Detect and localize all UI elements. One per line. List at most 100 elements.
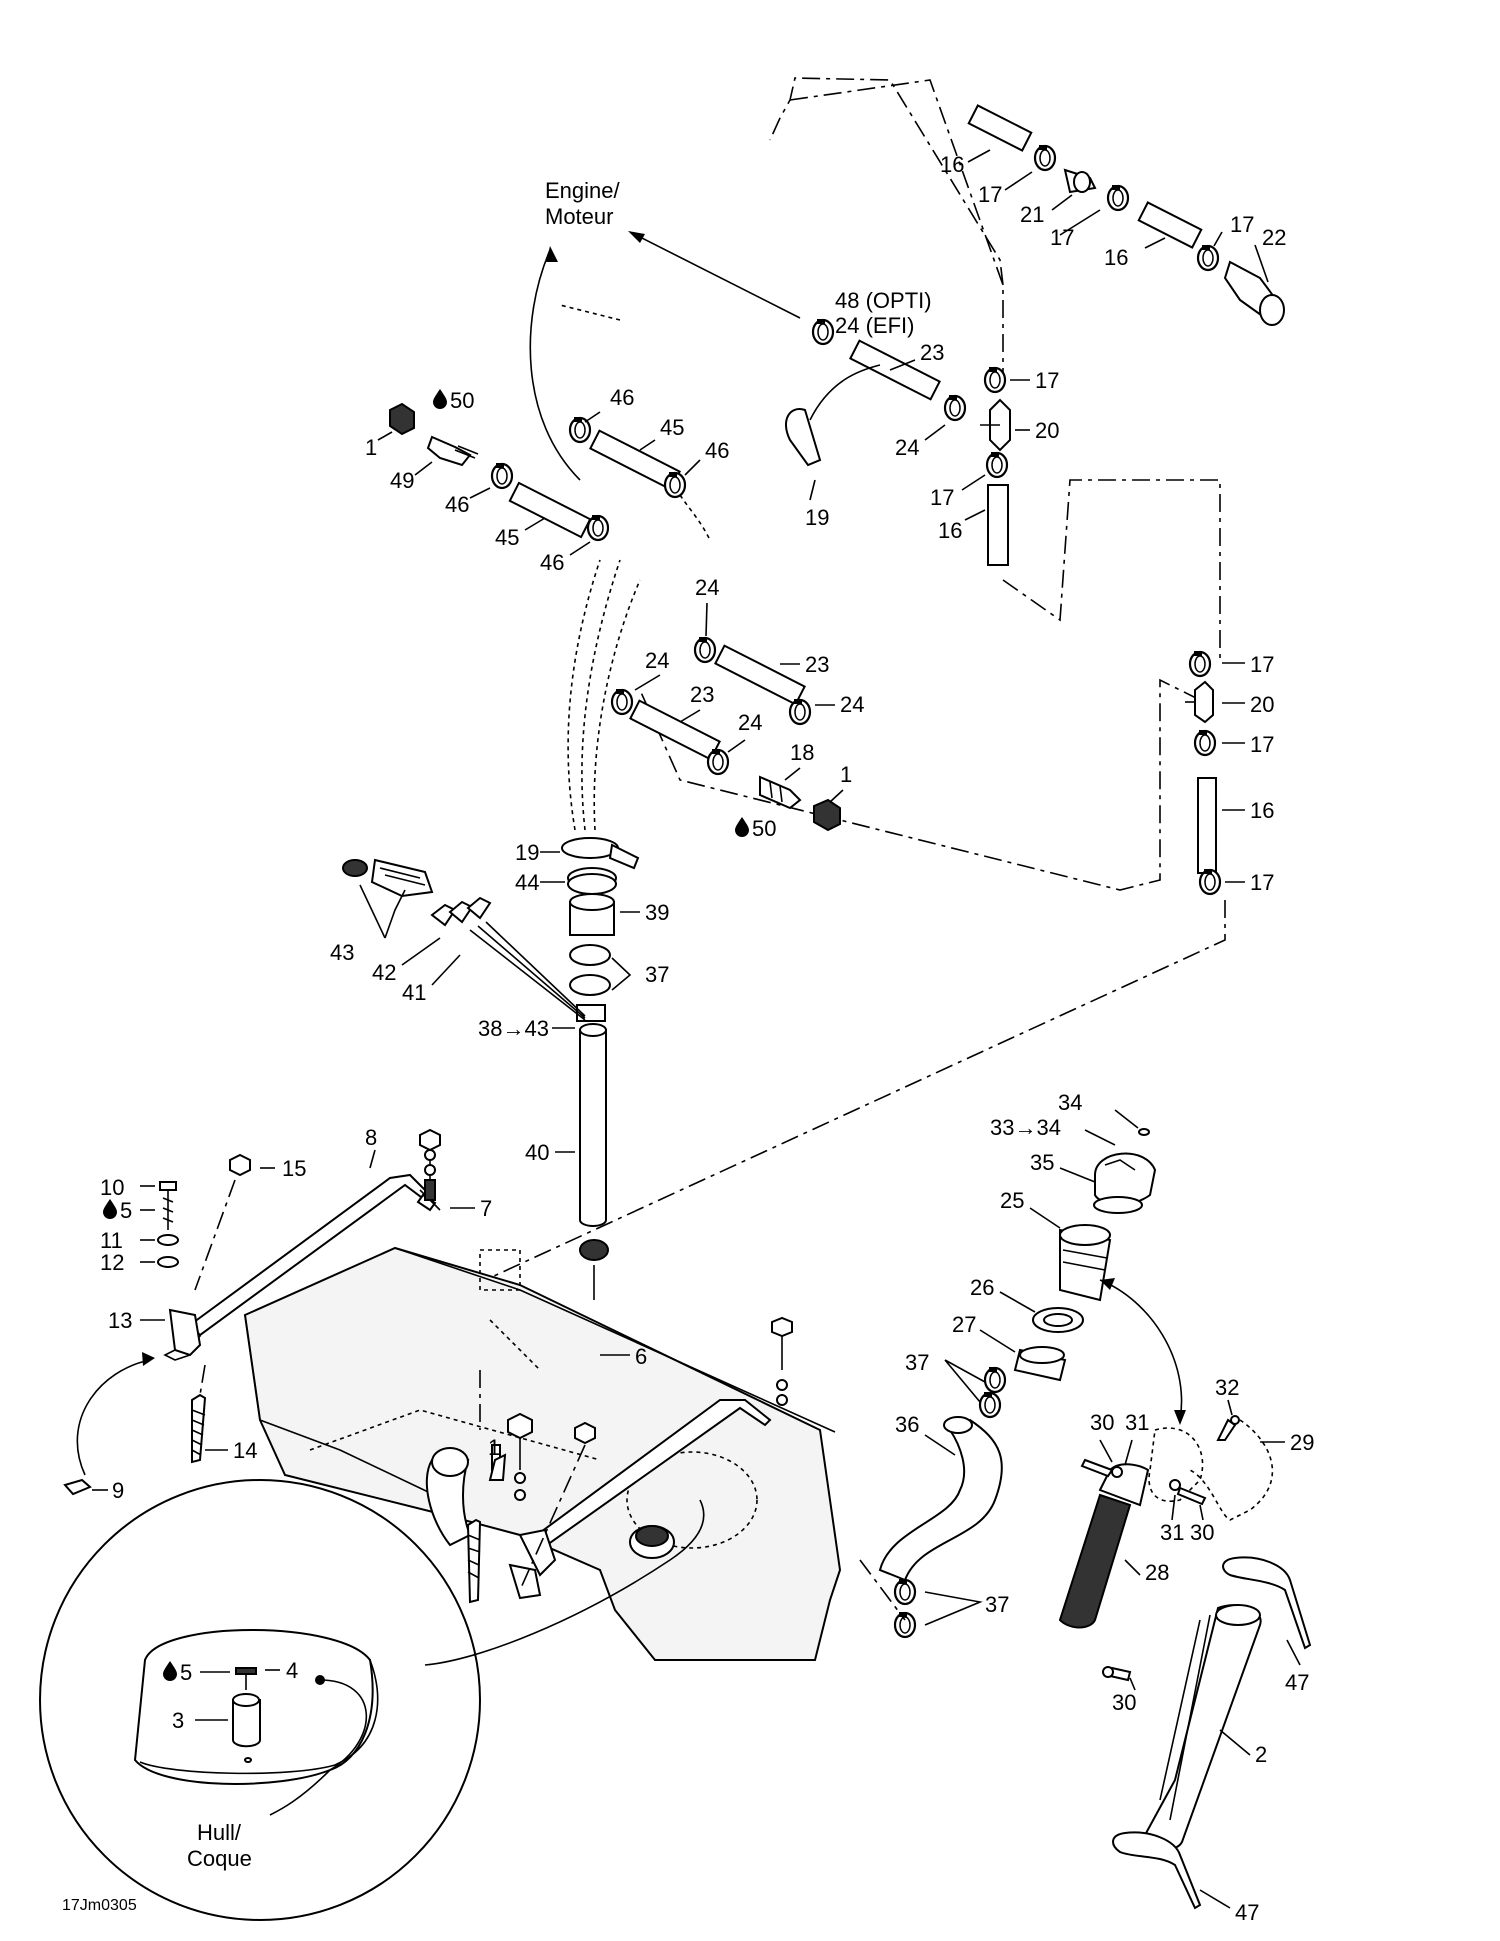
label-24: 24: [645, 648, 669, 673]
label-17: 17: [1250, 652, 1274, 677]
label-34: 34: [1058, 1090, 1082, 1115]
tie-strap-19: [785, 408, 822, 467]
label-24: 24: [840, 692, 864, 717]
label-27: 27: [952, 1312, 976, 1337]
label-43: 43: [330, 940, 354, 965]
strap-right: [528, 1399, 772, 1552]
label-1: 1: [365, 435, 377, 460]
fuel-tank-6: [243, 1246, 842, 1661]
label-24-efi: 24 (EFI): [835, 313, 914, 338]
label-7: 7: [480, 1196, 492, 1221]
label-41: 41: [402, 980, 426, 1005]
label-24: 24: [738, 710, 762, 735]
hose-route-top-2: [789, 79, 1004, 380]
label-26: 26: [970, 1275, 994, 1300]
cap-1: [389, 402, 415, 436]
label-32: 32: [1215, 1375, 1239, 1400]
label-47: 47: [1235, 1900, 1259, 1925]
tie-strap-47b: [1112, 1831, 1202, 1910]
label-45: 45: [660, 415, 684, 440]
destination-hull: Hull/ Coque: [187, 1820, 252, 1871]
label-40: 40: [525, 1140, 549, 1165]
label-24: 24: [895, 435, 919, 460]
label-24: 24: [695, 575, 719, 600]
label-8: 8: [365, 1125, 377, 1150]
label-17: 17: [930, 485, 954, 510]
label-44: 44: [515, 870, 539, 895]
sleeve-2: [1143, 1604, 1262, 1851]
label-10: 10: [100, 1175, 124, 1200]
label-17: 17: [1035, 368, 1059, 393]
label-4: 4: [286, 1658, 298, 1683]
label-38-43: 38→43: [478, 1016, 549, 1041]
label-30: 30: [1112, 1690, 1136, 1715]
label-37: 37: [905, 1350, 929, 1375]
label-46: 46: [445, 492, 469, 517]
label-17: 17: [1050, 225, 1074, 250]
label-48: 48 (OPTI): [835, 288, 932, 313]
label-16: 16: [940, 152, 964, 177]
label-50: 50: [450, 388, 474, 413]
tether-chain-29: [1189, 1419, 1274, 1521]
label-1: 1: [488, 1435, 500, 1460]
label-16: 16: [938, 518, 962, 543]
hose-route-diag: [419, 900, 1226, 1311]
fill-hose-36: [878, 1418, 1003, 1582]
label-17: 17: [978, 182, 1002, 207]
label-30: 30: [1090, 1410, 1114, 1435]
label-25: 25: [1000, 1188, 1024, 1213]
connector-43: [370, 858, 434, 898]
label-22: 22: [1262, 225, 1286, 250]
label-5: 5: [120, 1198, 132, 1223]
label-28: 28: [1145, 1560, 1169, 1585]
bracket-13: [168, 1308, 202, 1357]
label-36: 36: [895, 1412, 919, 1437]
label-13: 13: [108, 1308, 132, 1333]
label-9: 9: [112, 1478, 124, 1503]
tie-strap-47a: [1222, 1556, 1312, 1650]
destination-engine: Engine/ Moteur: [545, 178, 626, 229]
label-33-34: 33→34: [990, 1115, 1061, 1140]
label-47: 47: [1285, 1670, 1309, 1695]
label-16: 16: [1104, 245, 1128, 270]
upper-supply-hose: [967, 104, 1285, 326]
label-45: 45: [495, 525, 519, 550]
label-21: 21: [1020, 202, 1044, 227]
vent-cap: [1148, 1427, 1204, 1502]
label-37: 37: [985, 1592, 1009, 1617]
diagram-id: 17Jm0305: [62, 1897, 137, 1914]
hose-route-right: [1002, 479, 1221, 660]
hose-route-top: [769, 77, 1004, 286]
hose-route-engine: [559, 304, 621, 321]
label-23: 23: [805, 652, 829, 677]
label-29: 29: [1290, 1430, 1314, 1455]
hose-route-loop: [679, 494, 711, 541]
label-11: 11: [100, 1228, 123, 1253]
label-14: 14: [233, 1438, 257, 1463]
label-19: 19: [515, 840, 539, 865]
label-6: 6: [635, 1344, 647, 1369]
label-46: 46: [705, 438, 729, 463]
label-31: 31: [1160, 1520, 1184, 1545]
label-42: 42: [372, 960, 396, 985]
label-50: 50: [752, 816, 776, 841]
label-37: 37: [645, 962, 669, 987]
cap-1b: [813, 798, 841, 832]
label-46: 46: [610, 385, 634, 410]
label-12: 12: [100, 1250, 124, 1275]
label-39: 39: [645, 900, 669, 925]
label-3: 3: [172, 1708, 184, 1733]
label-30: 30: [1190, 1520, 1214, 1545]
corrugated-hose-28: [1058, 1493, 1132, 1629]
label-17: 17: [1230, 212, 1254, 237]
label-17: 17: [1250, 870, 1274, 895]
label-18: 18: [790, 740, 814, 765]
label-46: 46: [540, 550, 564, 575]
label-20: 20: [1035, 418, 1059, 443]
label-23: 23: [690, 682, 714, 707]
hose-route-right-return: [639, 678, 1201, 891]
label-2: 2: [1255, 1742, 1267, 1767]
label-23: 23: [920, 340, 944, 365]
label-31: 31: [1125, 1410, 1149, 1435]
